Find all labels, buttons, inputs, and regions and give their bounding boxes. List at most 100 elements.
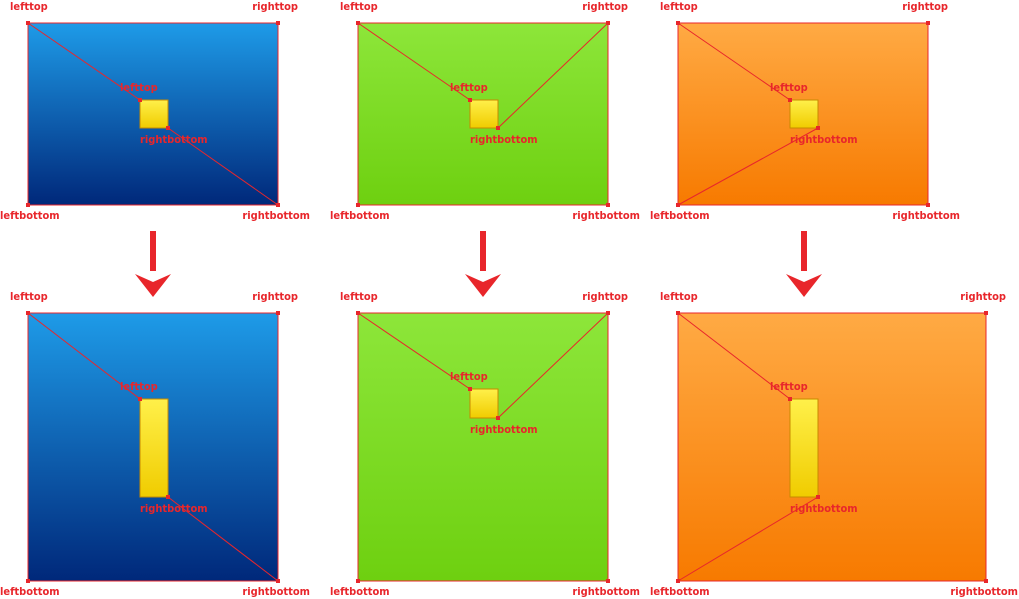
- label-inner-lefttop: lefttop: [770, 380, 808, 393]
- label-outer-righttop: righttop: [582, 0, 628, 13]
- corner-marker: [816, 126, 820, 130]
- corner-marker: [788, 98, 792, 102]
- label-inner-rightbottom: rightbottom: [790, 133, 858, 146]
- corner-marker: [468, 98, 472, 102]
- corner-marker: [276, 579, 280, 583]
- connector-line: [167, 127, 279, 206]
- corner-marker: [676, 203, 680, 207]
- label-outer-rightbottom: rightbottom: [950, 585, 1018, 598]
- corner-marker: [606, 311, 610, 315]
- inner-rect: [789, 398, 819, 498]
- connector-line: [677, 496, 819, 582]
- corner-marker: [468, 387, 472, 391]
- label-outer-lefttop: lefttop: [10, 0, 48, 13]
- label-inner-lefttop: lefttop: [450, 370, 488, 383]
- corner-marker: [356, 21, 360, 25]
- corner-marker: [816, 495, 820, 499]
- arrow-shaft: [150, 231, 156, 271]
- panel-orange-after: lefttop righttop leftbottom rightbottom left…: [650, 290, 1018, 598]
- corner-marker: [356, 311, 360, 315]
- label-outer-rightbottom: rightbottom: [242, 209, 310, 222]
- corner-marker: [26, 203, 30, 207]
- connector-line: [497, 312, 609, 419]
- corner-marker: [26, 21, 30, 25]
- arrow-head: [465, 274, 501, 297]
- label-inner-lefttop: lefttop: [120, 81, 158, 94]
- inner-rect: [139, 99, 169, 129]
- arrow-shaft: [480, 231, 486, 271]
- connector-line: [357, 312, 471, 390]
- corner-marker: [138, 98, 142, 102]
- connector-line: [677, 22, 791, 101]
- corner-marker: [138, 397, 142, 401]
- corner-marker: [166, 495, 170, 499]
- corner-marker: [166, 126, 170, 130]
- inner-rect: [139, 398, 169, 498]
- arrow-shaft: [801, 231, 807, 271]
- connector-line: [357, 22, 471, 101]
- corner-marker: [606, 203, 610, 207]
- corner-marker: [788, 397, 792, 401]
- corner-marker: [276, 21, 280, 25]
- corner-marker: [984, 311, 988, 315]
- label-outer-leftbottom: leftbottom: [330, 585, 390, 598]
- corner-marker: [356, 579, 360, 583]
- label-outer-lefttop: lefttop: [660, 290, 698, 303]
- label-outer-rightbottom: rightbottom: [572, 209, 640, 222]
- corner-marker: [26, 579, 30, 583]
- corner-marker: [26, 311, 30, 315]
- label-outer-lefttop: lefttop: [10, 290, 48, 303]
- label-outer-leftbottom: leftbottom: [650, 209, 710, 222]
- corner-marker: [496, 126, 500, 130]
- arrow-head: [135, 274, 171, 297]
- corner-marker: [676, 21, 680, 25]
- label-outer-righttop: righttop: [582, 290, 628, 303]
- inner-rect: [789, 99, 819, 129]
- panel-orange-before: lefttop righttop leftbottom rightbottom left…: [650, 0, 960, 222]
- outer-rect: [677, 312, 987, 582]
- corner-marker: [606, 579, 610, 583]
- label-outer-righttop: righttop: [902, 0, 948, 13]
- panel-blue-after: lefttop righttop leftbottom rightbottom left…: [0, 290, 310, 598]
- corner-marker: [496, 416, 500, 420]
- inner-rect: [469, 388, 499, 419]
- label-inner-rightbottom: rightbottom: [470, 133, 538, 146]
- label-outer-rightbottom: rightbottom: [892, 209, 960, 222]
- corner-marker: [984, 579, 988, 583]
- label-inner-rightbottom: rightbottom: [790, 502, 858, 515]
- label-outer-rightbottom: rightbottom: [572, 585, 640, 598]
- connector-line: [677, 312, 791, 400]
- connector-line: [27, 22, 141, 101]
- label-outer-righttop: righttop: [252, 0, 298, 13]
- inner-rect: [469, 99, 499, 129]
- corner-marker: [606, 21, 610, 25]
- arrow-head: [786, 274, 822, 297]
- label-outer-leftbottom: leftbottom: [330, 209, 390, 222]
- label-outer-leftbottom: leftbottom: [650, 585, 710, 598]
- connector-line: [27, 312, 141, 400]
- label-outer-righttop: righttop: [960, 290, 1006, 303]
- label-outer-rightbottom: rightbottom: [242, 585, 310, 598]
- corner-marker: [926, 21, 930, 25]
- panel-green-before: lefttop righttop leftbottom rightbottom left…: [330, 0, 640, 222]
- label-outer-lefttop: lefttop: [660, 0, 698, 13]
- corner-marker: [676, 579, 680, 583]
- label-inner-lefttop: lefttop: [770, 81, 808, 94]
- panel-green-after: lefttop righttop leftbottom rightbottom left…: [330, 290, 640, 598]
- corner-marker: [276, 311, 280, 315]
- label-inner-lefttop: lefttop: [450, 81, 488, 94]
- down-arrow-2: [465, 231, 501, 297]
- label-outer-lefttop: lefttop: [340, 0, 378, 13]
- label-inner-rightbottom: rightbottom: [140, 502, 208, 515]
- label-inner-lefttop: lefttop: [120, 380, 158, 393]
- corner-marker: [926, 203, 930, 207]
- label-outer-lefttop: lefttop: [340, 290, 378, 303]
- label-outer-leftbottom: leftbottom: [0, 585, 60, 598]
- connector-line: [167, 496, 279, 582]
- connector-line: [497, 22, 609, 129]
- label-outer-righttop: righttop: [252, 290, 298, 303]
- label-inner-rightbottom: rightbottom: [140, 133, 208, 146]
- label-inner-rightbottom: rightbottom: [470, 423, 538, 436]
